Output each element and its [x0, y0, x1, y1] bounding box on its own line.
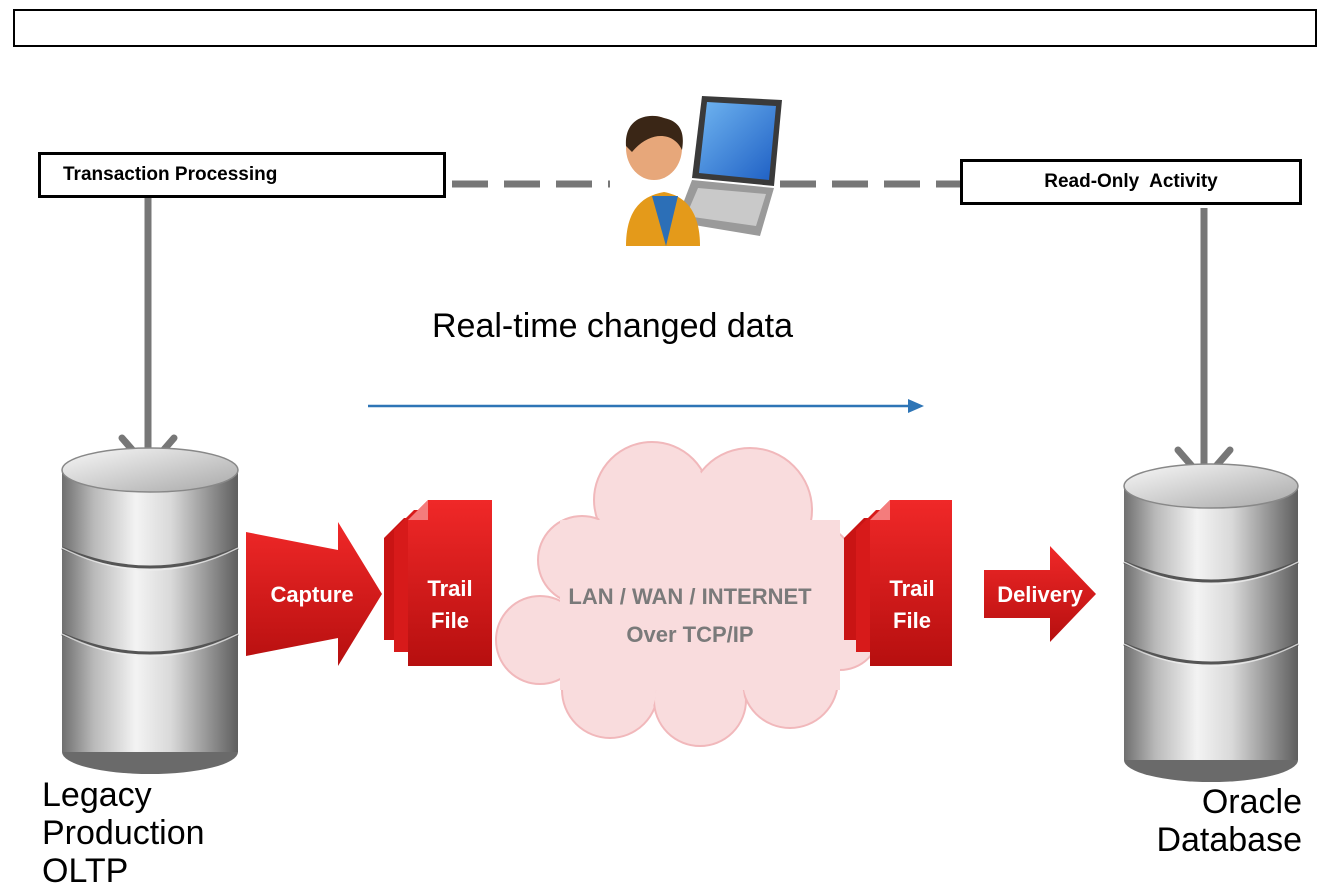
network-cloud-icon: LAN / WAN / INTERNET Over TCP/IP — [495, 441, 881, 747]
delivery-label: Delivery — [997, 582, 1083, 607]
transaction-processing-label: Transaction Processing — [63, 164, 278, 185]
trail-file-right-line2: File — [893, 608, 931, 633]
trail-file-left-icon: Trail File — [384, 500, 492, 666]
target-db-line2: Database — [1156, 821, 1302, 859]
network-label-line1: LAN / WAN / INTERNET — [568, 584, 812, 609]
source-db-line3: OLTP — [42, 852, 129, 890]
read-only-activity-label: Read-Only Activity — [1044, 171, 1218, 192]
down-arrow-right — [1174, 208, 1234, 486]
trail-file-left-line1: Trail — [427, 576, 472, 601]
capture-arrow-icon: Capture — [246, 522, 382, 666]
target-database-label: Oracle Database — [1116, 783, 1302, 859]
network-label-line2: Over TCP/IP — [626, 622, 753, 647]
user-laptop-icon — [625, 96, 782, 246]
trail-file-left-line2: File — [431, 608, 469, 633]
capture-label: Capture — [270, 582, 353, 607]
realtime-changed-data-label: Real-time changed data — [432, 307, 794, 345]
source-database-label: Legacy Production OLTP — [42, 776, 205, 890]
target-database-icon — [1123, 463, 1299, 782]
trail-file-right-icon: Trail File — [844, 500, 952, 666]
source-db-line2: Production — [42, 814, 205, 852]
transaction-processing-box: Transaction Processing — [38, 152, 446, 198]
read-only-activity-box: Read-Only Activity — [960, 159, 1302, 205]
realtime-flow-arrow — [368, 399, 924, 413]
source-database-icon — [61, 447, 239, 774]
delivery-arrow-icon: Delivery — [984, 546, 1096, 642]
source-db-line1: Legacy — [42, 776, 152, 814]
title-box — [13, 9, 1317, 47]
trail-file-right-line1: Trail — [889, 576, 934, 601]
target-db-line1: Oracle — [1201, 783, 1302, 821]
down-arrow-left — [118, 198, 178, 474]
